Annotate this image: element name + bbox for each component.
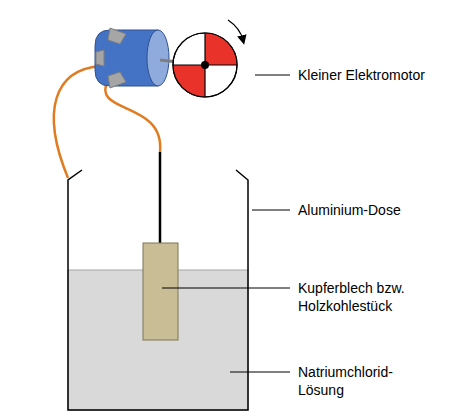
leader-line	[252, 210, 290, 211]
part-label: Kupferblech bzw. Holzkohlestück	[298, 279, 448, 315]
rotation-arrow	[228, 20, 243, 40]
wire	[105, 80, 160, 152]
part-label: Natriumchlorid-Lösung	[298, 363, 416, 399]
leader-line	[230, 372, 290, 373]
motor-clip	[96, 50, 104, 66]
motor-clip	[108, 28, 126, 44]
part-label: Aluminium-Dose	[298, 201, 463, 219]
aluminium-can	[68, 170, 248, 410]
part-label: Kleiner Elektromotor	[298, 66, 463, 84]
motor-clip	[108, 72, 126, 88]
electrode-wire	[159, 152, 162, 243]
leader-line	[162, 288, 290, 289]
leader-line	[255, 75, 290, 76]
rotor-disk	[173, 33, 237, 97]
copper-plate	[143, 243, 178, 340]
motor-end	[147, 30, 169, 86]
wire	[54, 66, 100, 178]
